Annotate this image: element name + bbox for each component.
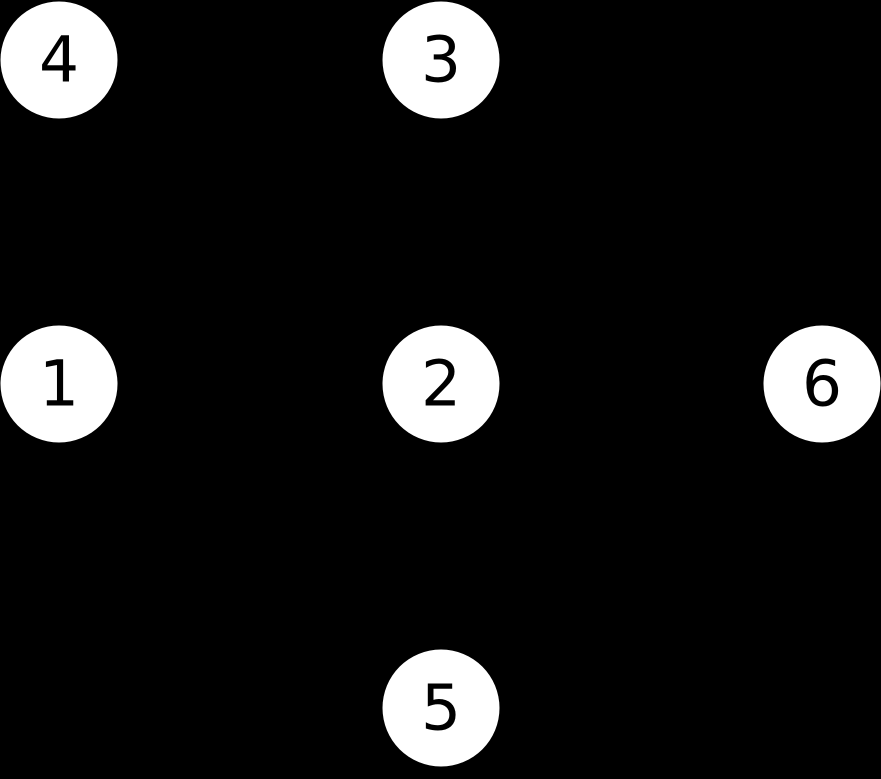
node-label-4: 4 <box>38 23 80 97</box>
node-label-3: 3 <box>420 23 462 97</box>
node-label-5: 5 <box>420 671 462 745</box>
graph-node-1: 1 <box>0 325 118 443</box>
graph-node-5: 5 <box>382 649 500 767</box>
node-label-1: 1 <box>38 347 80 421</box>
graph-node-4: 4 <box>0 1 118 119</box>
node-label-2: 2 <box>420 347 462 421</box>
graph-node-3: 3 <box>382 1 500 119</box>
graph-node-2: 2 <box>382 325 500 443</box>
node-label-6: 6 <box>801 347 843 421</box>
graph-node-6: 6 <box>763 325 881 443</box>
